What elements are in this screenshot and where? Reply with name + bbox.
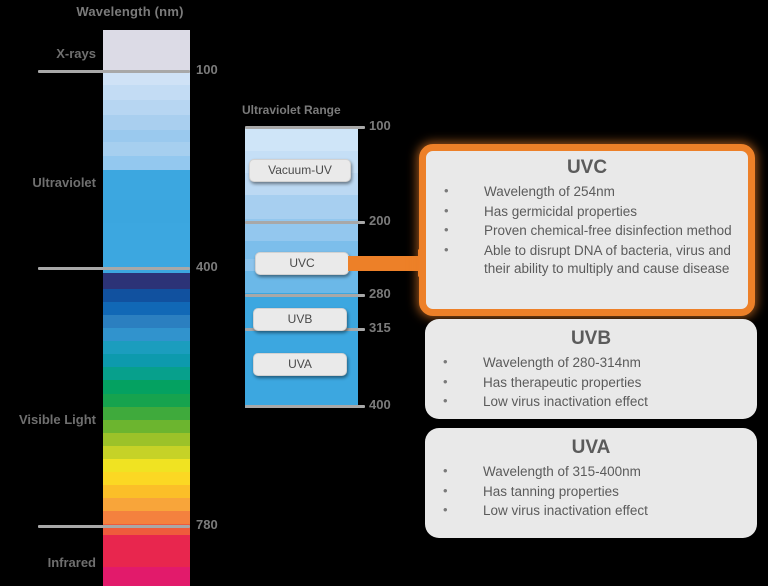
spectrum-band-3 bbox=[103, 100, 190, 115]
spectrum-band-9 bbox=[103, 200, 190, 223]
electromagnetic-spectrum-bar bbox=[103, 30, 190, 586]
spectrum-band-19 bbox=[103, 380, 190, 394]
info-card-uvc: UVC Wavelength of 254nmHas germicidal pro… bbox=[419, 144, 755, 316]
spectrum-band-18 bbox=[103, 367, 190, 380]
info-card-title-uvb: UVB bbox=[570, 328, 612, 349]
region-label-x-rays: X-rays bbox=[56, 46, 96, 61]
uv-band-4 bbox=[245, 219, 358, 241]
info-card-title-uva: UVA bbox=[571, 437, 611, 458]
bullet-item: Has tanning properties bbox=[437, 482, 747, 502]
spectrum-band-4 bbox=[103, 115, 190, 130]
uv-chip-uvc[interactable]: UVC bbox=[255, 252, 349, 275]
bullet-item: Able to disrupt DNA of bacteria, virus a… bbox=[438, 241, 738, 261]
spectrum-band-13 bbox=[103, 302, 190, 315]
spectrum-band-31 bbox=[103, 535, 190, 567]
uv-range-title: Ultraviolet Range bbox=[242, 103, 341, 117]
spectrum-band-28 bbox=[103, 498, 190, 511]
spectrum-band-2 bbox=[103, 85, 190, 100]
spectrum-band-16 bbox=[103, 341, 190, 354]
bullet-item: Wavelength of 280-314nm bbox=[437, 353, 747, 373]
uv-band-3 bbox=[245, 195, 358, 219]
uv-tick-label-315: 315 bbox=[369, 320, 391, 335]
uv-chip-vacuum-uv[interactable]: Vacuum-UV bbox=[249, 159, 351, 182]
spectrum-title: Wavelength (nm) bbox=[76, 4, 184, 19]
info-card-uvb: UVB Wavelength of 280-314nmHas therapeuti… bbox=[425, 319, 757, 419]
spectrum-tick-line-400 bbox=[38, 267, 190, 270]
spectrum-band-22 bbox=[103, 420, 190, 433]
uv-tick-line-280 bbox=[245, 294, 365, 297]
spectrum-band-15 bbox=[103, 328, 190, 341]
spectrum-band-8 bbox=[103, 170, 190, 200]
bullet-item: Has germicidal properties bbox=[438, 202, 738, 222]
spectrum-band-6 bbox=[103, 142, 190, 156]
uv-band-0 bbox=[245, 127, 358, 151]
spectrum-band-5 bbox=[103, 130, 190, 142]
spectrum-tick-line-100 bbox=[38, 70, 190, 73]
spectrum-tick-label-400: 400 bbox=[196, 259, 218, 274]
spectrum-band-1 bbox=[103, 70, 190, 85]
spectrum-band-0 bbox=[103, 30, 190, 70]
spectrum-band-29 bbox=[103, 511, 190, 524]
spectrum-band-27 bbox=[103, 485, 190, 498]
spectrum-band-23 bbox=[103, 433, 190, 446]
spectrum-band-14 bbox=[103, 315, 190, 328]
spectrum-band-25 bbox=[103, 459, 190, 472]
uvc-connector-arrow-shaft bbox=[348, 256, 426, 271]
region-label-infrared: Infrared bbox=[47, 555, 96, 570]
bullet-item: Wavelength of 254nm bbox=[438, 182, 738, 202]
spectrum-band-11 bbox=[103, 273, 190, 289]
spectrum-band-10 bbox=[103, 223, 190, 273]
spectrum-band-26 bbox=[103, 472, 190, 485]
uv-chip-uva[interactable]: UVA bbox=[253, 353, 347, 376]
info-card-bullet-list: Wavelength of 315-400nmHas tanning prope… bbox=[425, 462, 757, 521]
spectrum-band-12 bbox=[103, 289, 190, 302]
bullet-item: their ability to multiply and cause dise… bbox=[484, 261, 730, 276]
info-card-title-uvc: UVC bbox=[566, 157, 608, 178]
uv-tick-label-400: 400 bbox=[369, 397, 391, 412]
spectrum-band-17 bbox=[103, 354, 190, 367]
uv-chip-uvb[interactable]: UVB bbox=[253, 308, 347, 331]
uv-tick-label-100: 100 bbox=[369, 118, 391, 133]
spectrum-band-20 bbox=[103, 394, 190, 407]
spectrum-band-21 bbox=[103, 407, 190, 420]
info-card-bullet-list: Wavelength of 280-314nmHas therapeutic p… bbox=[425, 353, 757, 412]
spectrum-band-24 bbox=[103, 446, 190, 459]
info-card-uva: UVA Wavelength of 315-400nmHas tanning pr… bbox=[425, 428, 757, 538]
spectrum-band-32 bbox=[103, 567, 190, 586]
uv-tick-label-200: 200 bbox=[369, 213, 391, 228]
spectrum-tick-label-780: 780 bbox=[196, 517, 218, 532]
region-label-ultraviolet: Ultraviolet bbox=[32, 175, 96, 190]
region-label-visible-light: Visible Light bbox=[18, 412, 96, 427]
uv-tick-line-400 bbox=[245, 405, 365, 408]
bullet-item: Proven chemical-free disinfection method bbox=[438, 221, 738, 241]
bullet-item: Low virus inactivation effect bbox=[437, 501, 747, 521]
uv-tick-line-100 bbox=[245, 126, 365, 129]
bullet-item: Has therapeutic properties bbox=[437, 373, 747, 393]
bullet-item: Wavelength of 315-400nm bbox=[437, 462, 747, 482]
uv-tick-label-280: 280 bbox=[369, 286, 391, 301]
uv-tick-line-200 bbox=[245, 221, 365, 224]
uv-band-7 bbox=[245, 271, 358, 293]
spectrum-band-30 bbox=[103, 524, 190, 535]
spectrum-band-7 bbox=[103, 156, 190, 170]
info-card-bullet-list: Wavelength of 254nmHas germicidal proper… bbox=[426, 182, 748, 279]
bullet-item: Low virus inactivation effect bbox=[437, 392, 747, 412]
spectrum-tick-line-780 bbox=[38, 525, 190, 528]
spectrum-tick-label-100: 100 bbox=[196, 62, 218, 77]
